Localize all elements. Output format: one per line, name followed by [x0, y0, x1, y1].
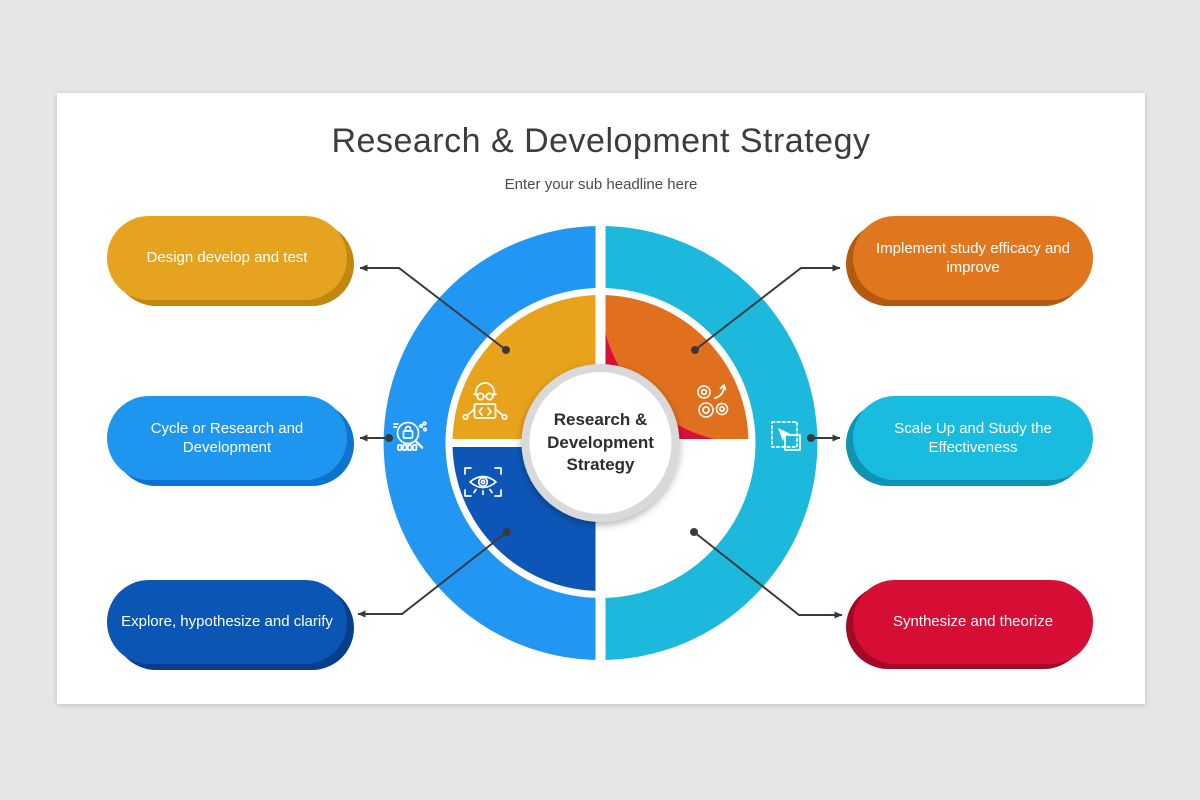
- connector-cycle-dot: [385, 434, 393, 442]
- connector-explore: [357, 531, 508, 618]
- page-subtitle: Enter your sub headline here: [504, 176, 698, 193]
- center-label-line-1: Research &: [553, 409, 648, 429]
- center-label-line-2: Development: [547, 432, 654, 452]
- pill-implement-study: Implement study efficacy and improve: [853, 216, 1093, 300]
- research-magnifier-icon: [393, 421, 428, 451]
- connector-scale-dot: [807, 434, 815, 442]
- pill-explore-hypothesize-label: Explore, hypothesize and clarify: [121, 613, 333, 631]
- connector-explore-dot: [503, 528, 511, 536]
- pill-explore-hypothesize: Explore, hypothesize and clarify: [107, 580, 347, 664]
- connector-synthesize-dot: [690, 528, 698, 536]
- connector-design: [359, 264, 507, 351]
- center-circle: [529, 372, 672, 514]
- center-label: Research & Development Strategy: [520, 400, 681, 486]
- presentation-chart-icon: [695, 459, 729, 498]
- pill-scale-up-label: Scale Up and Study the Effectiveness: [894, 419, 1052, 457]
- connector-implement-dot: [691, 346, 699, 354]
- cursor-select-icon: [771, 421, 801, 451]
- pill-cycle-research-label: Cycle or Research and Development: [150, 419, 304, 457]
- pill-cycle-research: Cycle or Research and Development: [107, 396, 347, 480]
- developer-icon: [462, 382, 508, 421]
- page-title: Research & Development Strategy: [331, 122, 871, 160]
- pill-synthesize-theorize: Synthesize and theorize: [853, 580, 1093, 664]
- pill-implement-study-label: Implement study efficacy and improve: [876, 239, 1070, 277]
- connector-implement: [694, 264, 841, 351]
- eye-scan-icon: [464, 467, 502, 497]
- center-label-line-3: Strategy: [566, 455, 635, 475]
- pill-design-develop: Design develop and test: [107, 216, 347, 300]
- pill-design-develop-label: Design develop and test: [146, 249, 308, 267]
- pill-scale-up: Scale Up and Study the Effectiveness: [853, 396, 1093, 480]
- gears-improve-icon: [697, 384, 729, 418]
- pill-synthesize-theorize-label: Synthesize and theorize: [892, 613, 1054, 631]
- connector-synthesize: [693, 531, 843, 619]
- connector-design-dot: [502, 346, 510, 354]
